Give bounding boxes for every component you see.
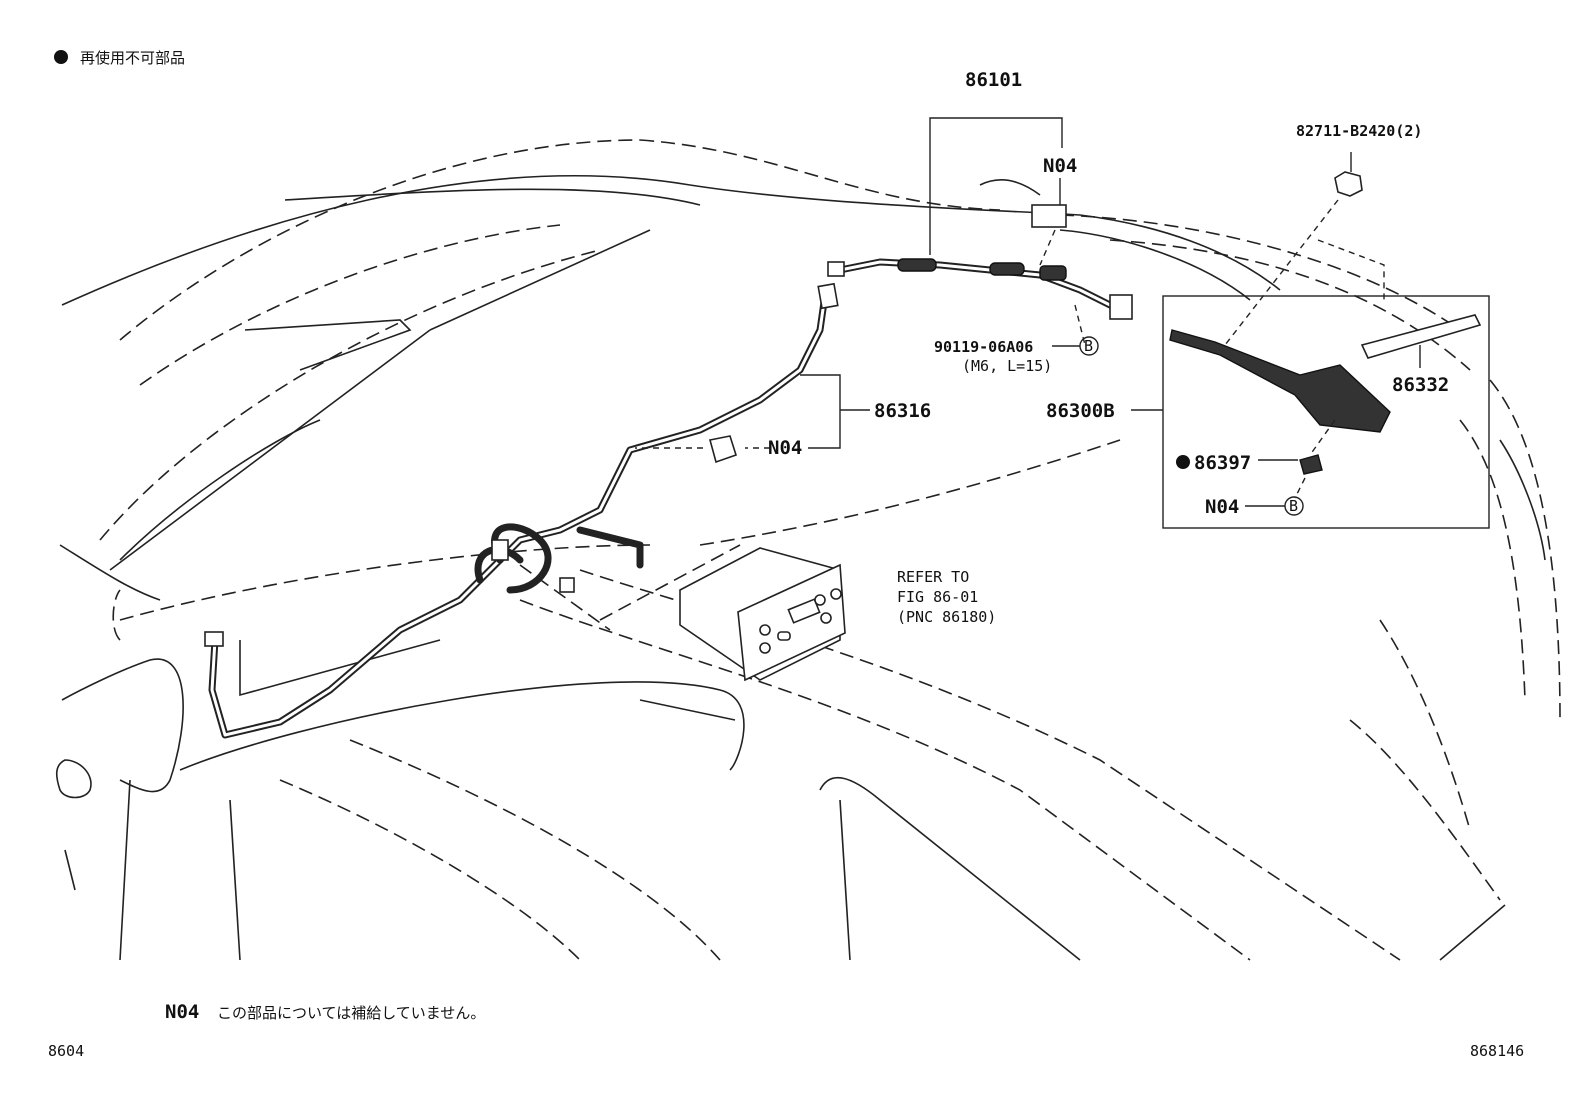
- leader-lines: [635, 117, 1421, 516]
- footer-note-text: この部品については補給していません。: [217, 1004, 485, 1022]
- footer-note-code: N04: [165, 1001, 199, 1023]
- antenna-assembly-box: [1162, 171, 1490, 529]
- refer-line-2: FIG 86-01: [897, 588, 978, 606]
- phantom-lines: [99, 139, 1561, 961]
- filled-circle-icon: [1176, 455, 1190, 469]
- callout-90119-spec: (M6, L=15): [962, 357, 1052, 375]
- refer-line-1: REFER TO: [897, 568, 969, 586]
- filled-circle-icon: [54, 50, 68, 64]
- callout-90119: 90119-06A06: [934, 338, 1033, 356]
- callout-n04-box: N04: [1205, 496, 1239, 518]
- page-number-right: 868146: [1470, 1042, 1524, 1060]
- radio-receiver-unit: [679, 547, 846, 682]
- vehicle-body-outline: [55, 175, 1546, 961]
- callout-n04-mid: N04: [768, 437, 802, 459]
- callout-86300b: 86300B: [1046, 400, 1115, 422]
- callout-n04-top: N04: [1043, 155, 1077, 177]
- callout-86397: 86397: [1194, 452, 1251, 474]
- refer-line-3: (PNC 86180): [897, 608, 996, 626]
- legend-text: 再使用不可部品: [80, 49, 185, 67]
- circle-b-label-1: B: [1084, 337, 1093, 355]
- callout-86316: 86316: [874, 400, 931, 422]
- circle-b-label-2: B: [1289, 497, 1298, 515]
- callout-86332: 86332: [1392, 374, 1449, 396]
- callout-82711: 82711-B2420(2): [1296, 122, 1422, 140]
- antenna-cord-harness: [204, 204, 1133, 739]
- callout-86101: 86101: [965, 69, 1022, 91]
- page-number-left: 8604: [48, 1042, 84, 1060]
